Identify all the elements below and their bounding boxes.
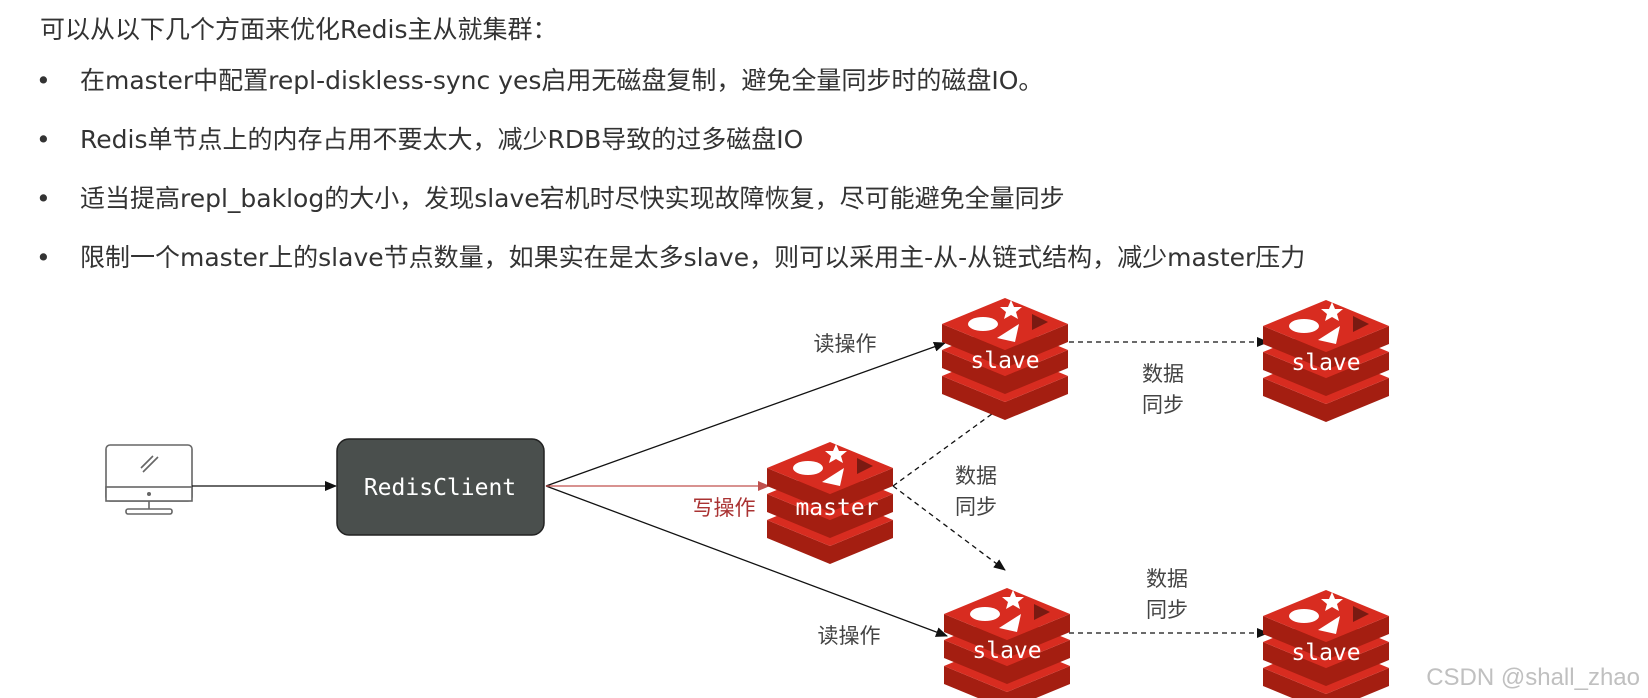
master-label: master (795, 495, 878, 521)
list-item: •适当提高repl_baklog的大小，发现slave宕机时尽快实现故障恢复，尽… (36, 184, 1305, 243)
slave-node-bottom-left: slave (944, 588, 1070, 698)
slave-node-bottom-right: slave (1263, 590, 1389, 698)
slave-label: slave (1291, 640, 1360, 666)
watermark: CSDN @shall_zhao (1426, 664, 1640, 691)
sync-label-top-line2: 同步 (1142, 393, 1184, 417)
write-op-label: 写操作 (693, 496, 756, 520)
master-node: master (767, 442, 893, 564)
list-item-text: 在master中配置repl-diskless-sync yes启用无磁盘复制，… (80, 66, 1044, 95)
redis-client-label: RedisClient (364, 475, 516, 501)
list-item: •在master中配置repl-diskless-sync yes启用无磁盘复制… (36, 66, 1305, 125)
sync-label-top-line1: 数据 (1142, 362, 1184, 386)
list-item: •Redis单节点上的内存占用不要太大，减少RDB导致的过多磁盘IO (36, 125, 1305, 184)
list-item: •限制一个master上的slave节点数量，如果实在是太多slave，则可以采… (36, 243, 1305, 302)
slave-label: slave (1291, 350, 1360, 376)
monitor-icon (105, 444, 193, 515)
read-op-label-top: 读操作 (814, 332, 877, 356)
sync-label-master-line2: 同步 (955, 495, 997, 519)
sync-label-bottom-line1: 数据 (1146, 567, 1188, 591)
sync-label-master-line1: 数据 (955, 464, 997, 488)
slave-node-top-left: slave (942, 298, 1068, 420)
read-op-label-bottom: 读操作 (818, 624, 881, 648)
intro-text: 可以从以下几个方面来优化Redis主从就集群： (40, 15, 558, 44)
slave-label: slave (972, 638, 1041, 664)
read-arrow-bottom (545, 485, 948, 637)
sync-label-bottom-line2: 同步 (1146, 598, 1188, 622)
list-item-text: 限制一个master上的slave节点数量，如果实在是太多slave，则可以采用… (80, 243, 1306, 272)
list-item-text: 适当提高repl_baklog的大小，发现slave宕机时尽快实现故障恢复，尽可… (80, 184, 1065, 213)
sync-arrow-master-top (892, 402, 1008, 487)
optimization-list: •在master中配置repl-diskless-sync yes启用无磁盘复制… (36, 66, 1305, 302)
list-item-text: Redis单节点上的内存占用不要太大，减少RDB导致的过多磁盘IO (80, 125, 804, 154)
slave-node-top-right: slave (1263, 300, 1389, 422)
read-arrow-top (545, 342, 946, 487)
redis-client-box: RedisClient (336, 438, 545, 536)
slave-label: slave (970, 348, 1039, 374)
